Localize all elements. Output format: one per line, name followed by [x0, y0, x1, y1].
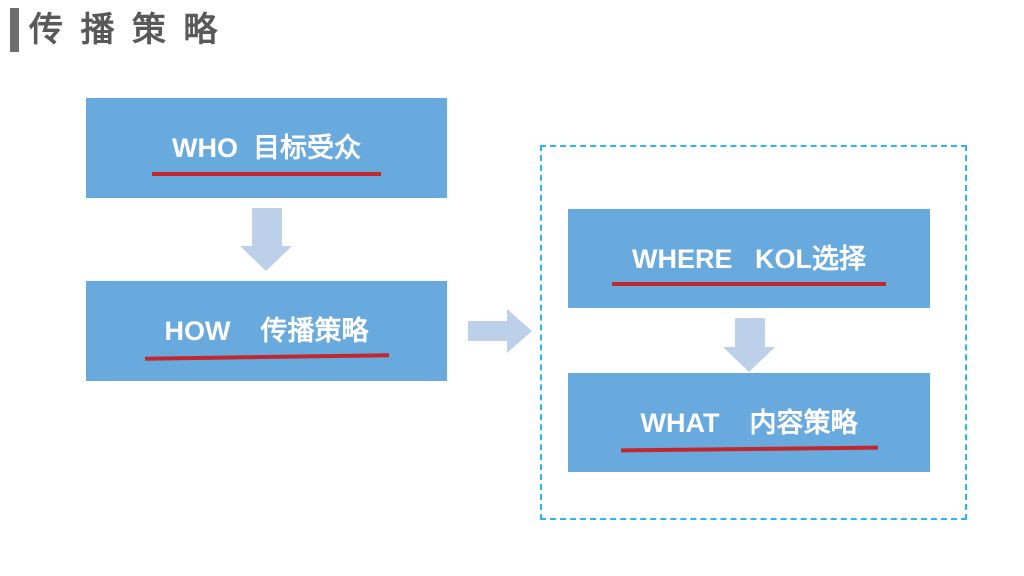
- flow-box-where-underline: [612, 281, 886, 286]
- arrow-head: [723, 347, 775, 372]
- flow-box-how-content: HOW 传播策略: [144, 314, 389, 361]
- flow-box-where[interactable]: WHERE KOL选择: [568, 209, 930, 308]
- arrow-shaft: [252, 208, 282, 247]
- dashed-group-container: [540, 145, 967, 520]
- title-accent-bar: [10, 8, 19, 52]
- flow-box-what-label: WHAT 内容策略: [640, 407, 858, 438]
- title-text: 传 播 策 略: [29, 11, 222, 49]
- flow-box-who[interactable]: WHO 目标受众: [86, 98, 447, 198]
- flow-box-how-label: HOW 传播策略: [164, 316, 369, 346]
- flow-box-where-content: WHERE KOL选择: [612, 242, 886, 286]
- flow-box-who-label: WHO 目标受众: [172, 133, 361, 163]
- arrow-shaft: [468, 321, 508, 341]
- arrow-head: [507, 309, 532, 353]
- page-title: 传 播 策 略: [10, 8, 221, 52]
- arrow-shaft: [735, 318, 765, 348]
- flow-box-where-label: WHERE KOL选择: [632, 243, 866, 274]
- flow-box-how-underline: [144, 353, 389, 361]
- arrow-head: [240, 246, 292, 271]
- flow-box-what[interactable]: WHAT 内容策略: [568, 373, 930, 472]
- flow-box-who-content: WHO 目标受众: [152, 131, 381, 176]
- flow-box-how[interactable]: HOW 传播策略: [86, 281, 447, 381]
- flow-box-what-underline: [620, 445, 878, 452]
- flow-box-what-content: WHAT 内容策略: [620, 406, 878, 452]
- flow-box-who-underline: [152, 172, 381, 176]
